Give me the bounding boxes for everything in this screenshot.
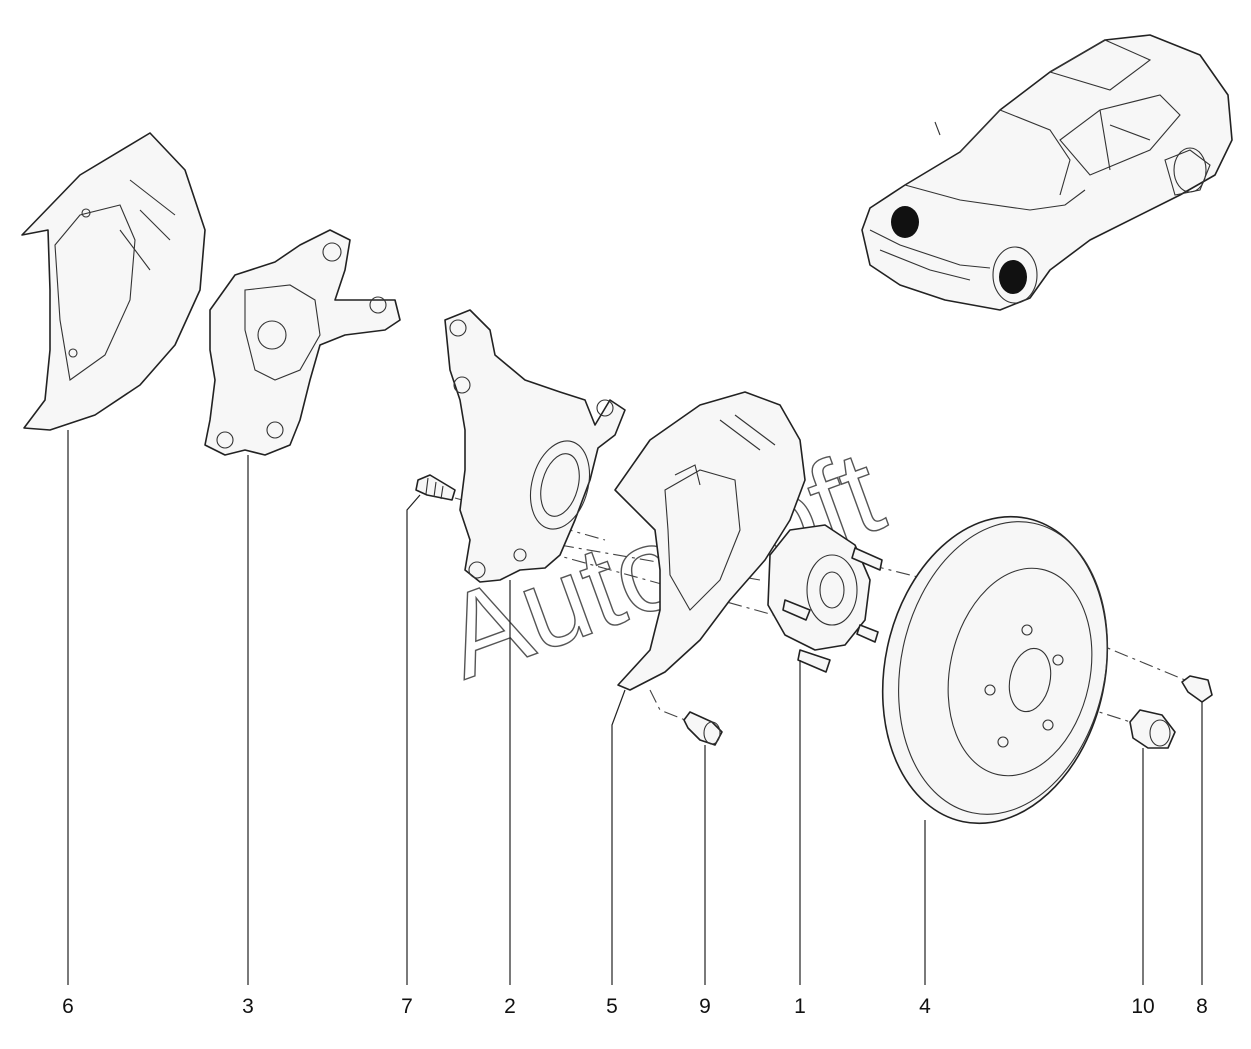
callout-2: 2	[504, 995, 516, 1018]
callout-3: 3	[242, 995, 254, 1018]
callout-numbers: 6 3 7 2 5 9 1 4 10 8	[62, 995, 1208, 1018]
brake-disc	[881, 515, 1109, 825]
car-illustration	[861, 34, 1233, 311]
callout-8: 8	[1196, 995, 1208, 1018]
marker-front-left	[891, 206, 919, 238]
callout-6: 6	[62, 995, 74, 1018]
steering-knuckle-right	[444, 309, 626, 583]
wheel-hub-bearing	[767, 524, 883, 673]
callout-4: 4	[919, 995, 931, 1018]
hub-nut	[1129, 709, 1176, 749]
callout-1: 1	[794, 995, 806, 1018]
callout-5: 5	[606, 995, 618, 1018]
callout-10: 10	[1131, 995, 1154, 1018]
splash-shield-right	[614, 391, 806, 691]
bolt-9	[683, 711, 723, 746]
leader-lines	[67, 430, 1203, 985]
steering-knuckle-left	[204, 229, 401, 456]
callout-9: 9	[699, 995, 711, 1018]
marker-front-right	[999, 260, 1027, 294]
bolt-7	[415, 474, 456, 501]
callout-7: 7	[401, 995, 413, 1018]
disc-screw	[1181, 675, 1213, 703]
splash-shield-left	[21, 132, 206, 431]
